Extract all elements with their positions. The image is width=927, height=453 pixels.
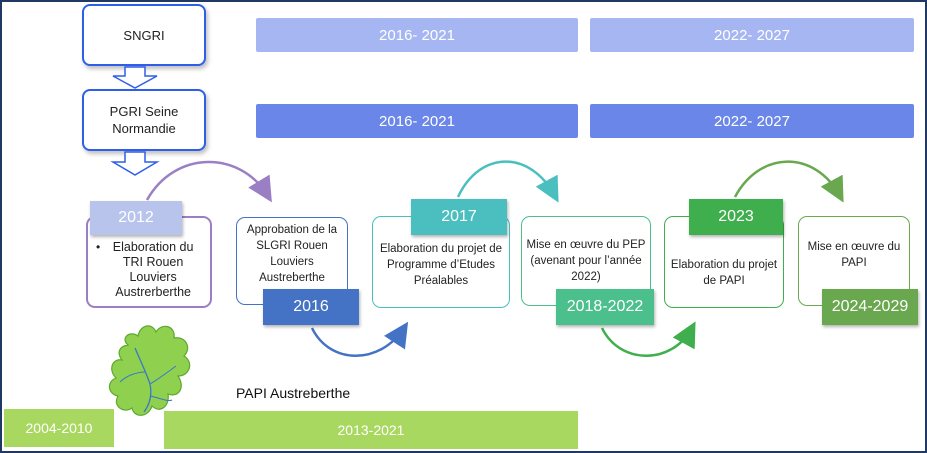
curved-arrow-icon [600, 321, 696, 357]
step-text-2018-2022: Mise en œuvre du PEP (avenant pour l’ann… [526, 239, 646, 283]
period-row2-1: 2016- 2021 [256, 104, 578, 138]
year-label-2023: 2023 [718, 208, 754, 225]
period-row1-2-label: 2022- 2027 [714, 26, 790, 44]
period-row2-2: 2022- 2027 [590, 104, 914, 138]
step-card-2018-2022: Mise en œuvre du PEP (avenant pour l’ann… [521, 216, 651, 306]
year-badge-2024-2029: 2024-2029 [822, 289, 918, 325]
down-arrow-icon [110, 151, 160, 176]
down-arrow-icon [112, 66, 158, 89]
year-badge-2017: 2017 [411, 199, 507, 235]
step-text-2016: Approbation de la SLGRI Rouen Louviers A… [246, 224, 338, 284]
bullet-icon: • [96, 240, 101, 254]
sngri-label: SNGRI [123, 27, 165, 43]
period-row2-1-label: 2016- 2021 [379, 112, 455, 130]
period-row2-2-label: 2022- 2027 [714, 112, 790, 130]
year-label-2017: 2017 [441, 208, 477, 225]
period-row1-1-label: 2016- 2021 [379, 26, 455, 44]
year-badge-2023: 2023 [689, 199, 783, 235]
pgri-box: PGRI Seine Normandie [82, 89, 206, 151]
step-text-2017: Elaboration du projet de Programme d’Etu… [379, 243, 503, 287]
papi-early-bar: 2004-2010 [4, 409, 114, 447]
step-text-2023: Elaboration du projet de PAPI [670, 259, 778, 287]
year-label-2012: 2012 [118, 209, 154, 226]
period-row1-1: 2016- 2021 [256, 18, 578, 52]
papi-main-label: 2013-2021 [337, 422, 405, 438]
curved-arrow-icon [145, 160, 272, 203]
curved-arrow-icon [310, 321, 409, 357]
year-label-2018-2022: 2018-2022 [566, 298, 644, 315]
period-row1-2: 2022- 2027 [590, 18, 914, 52]
papi-title: PAPI Austreberthe [236, 385, 351, 401]
step-text-2024-2029: Mise en œuvre du PAPI [807, 241, 901, 269]
sngri-box: SNGRI [82, 4, 206, 66]
year-badge-2018-2022: 2018-2022 [556, 289, 654, 325]
year-label-2024-2029: 2024-2029 [831, 298, 909, 315]
watershed-map-icon [108, 325, 191, 416]
year-badge-2012: 2012 [90, 201, 182, 235]
papi-main-bar: 2013-2021 [164, 411, 578, 449]
year-badge-2016: 2016 [263, 289, 359, 325]
curved-arrow-icon [456, 160, 559, 203]
year-label-2016: 2016 [293, 298, 329, 315]
curved-arrow-icon [733, 160, 844, 203]
papi-early-label: 2004-2010 [25, 420, 93, 436]
pgri-label: PGRI Seine Normandie [109, 104, 179, 136]
step-text-2012: Elaboration du TRI Rouen Louviers Austre… [112, 240, 194, 299]
